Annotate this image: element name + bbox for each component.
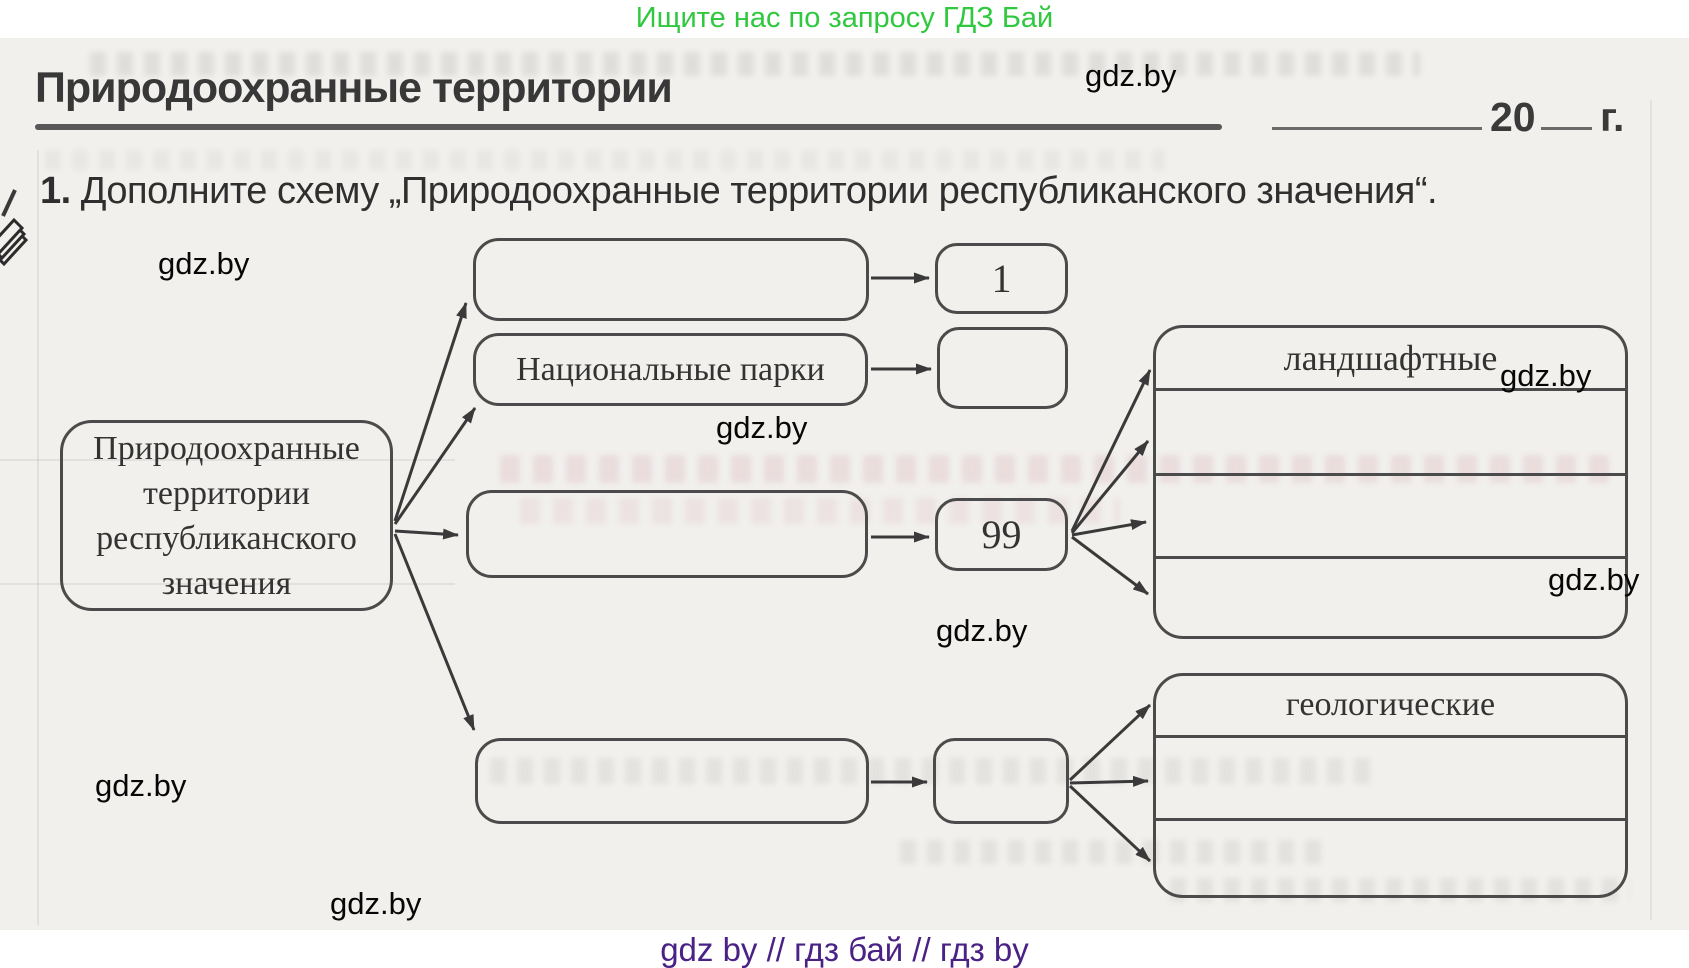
bleed-smudge bbox=[500, 455, 1620, 483]
watermark: gdz.by bbox=[158, 246, 250, 281]
date-blank-line bbox=[1272, 127, 1482, 130]
branch-4-count-box-empty bbox=[933, 738, 1069, 824]
footer-text: gdz by // гдз бай // гдз by bbox=[660, 931, 1029, 968]
branch-3-count: 99 bbox=[981, 512, 1022, 557]
branch-4-name-box-empty bbox=[475, 738, 869, 824]
title-underline bbox=[35, 124, 1222, 130]
detail-box-2-divider bbox=[1156, 818, 1625, 821]
page-title: Природоохранные территории bbox=[35, 64, 673, 112]
bleed-smudge bbox=[520, 498, 1120, 524]
watermark: gdz.by bbox=[716, 410, 808, 445]
branch-3-count-box: 99 bbox=[935, 498, 1068, 571]
detail-box-1-row-1-label: ландшафтные bbox=[1283, 338, 1498, 378]
detail-box-2: геологические bbox=[1153, 673, 1628, 898]
watermark: gdz.by bbox=[330, 886, 422, 921]
branch-1-count: 1 bbox=[991, 256, 1012, 301]
bleed-smudge bbox=[490, 758, 1370, 784]
bleed-table-line bbox=[0, 459, 455, 461]
watermark: gdz.by bbox=[936, 613, 1028, 648]
branch-2-label: Национальные парки bbox=[516, 350, 825, 388]
date-blank-line-short bbox=[1541, 127, 1592, 130]
bleed-smudge bbox=[90, 52, 1420, 76]
promo-text: Ищите нас по запросу ГДЗ Бай bbox=[635, 2, 1054, 34]
date-year-suffix: г. bbox=[1600, 94, 1625, 140]
task-number: 1. bbox=[40, 170, 71, 212]
scan-area bbox=[0, 38, 1689, 930]
detail-box-1: ландшафтные bbox=[1153, 325, 1628, 639]
watermark: gdz.by bbox=[95, 768, 187, 803]
detail-box-1-divider bbox=[1156, 388, 1625, 391]
promo-banner: Ищите нас по запросу ГДЗ Бай bbox=[0, 0, 1689, 38]
branch-1-name-box-empty bbox=[473, 238, 869, 321]
branch-2-name-box: Национальные парки bbox=[473, 333, 868, 406]
branch-3-name-box-empty bbox=[466, 490, 868, 578]
root-box-label: Природоохранные территории республиканск… bbox=[93, 429, 360, 602]
watermark: gdz.by bbox=[1085, 58, 1177, 93]
bleed-table-line bbox=[1650, 100, 1652, 920]
detail-box-1-divider bbox=[1156, 473, 1625, 476]
branch-2-count-box-empty bbox=[937, 327, 1068, 409]
date-year-prefix: 20 bbox=[1490, 94, 1536, 140]
bleed-smudge bbox=[1170, 878, 1630, 902]
root-box: Природоохранные территории республиканск… bbox=[60, 420, 393, 611]
bleed-table-line bbox=[0, 583, 455, 585]
watermark: gdz.by bbox=[1500, 358, 1592, 393]
task-text: Дополните схему „Природоохранные террито… bbox=[80, 170, 1438, 212]
detail-box-1-divider bbox=[1156, 556, 1625, 559]
bleed-table-line bbox=[37, 150, 39, 925]
footer-banner: gdz by // гдз бай // гдз by bbox=[0, 930, 1689, 968]
detail-box-2-divider bbox=[1156, 735, 1625, 738]
watermark: gdz.by bbox=[1548, 562, 1640, 597]
bleed-smudge bbox=[45, 150, 1165, 170]
branch-1-count-box: 1 bbox=[935, 243, 1068, 314]
task-line: 1. Дополните схему „Природоохранные терр… bbox=[40, 170, 1660, 213]
detail-box-2-row-1-label: геологические bbox=[1285, 686, 1496, 723]
